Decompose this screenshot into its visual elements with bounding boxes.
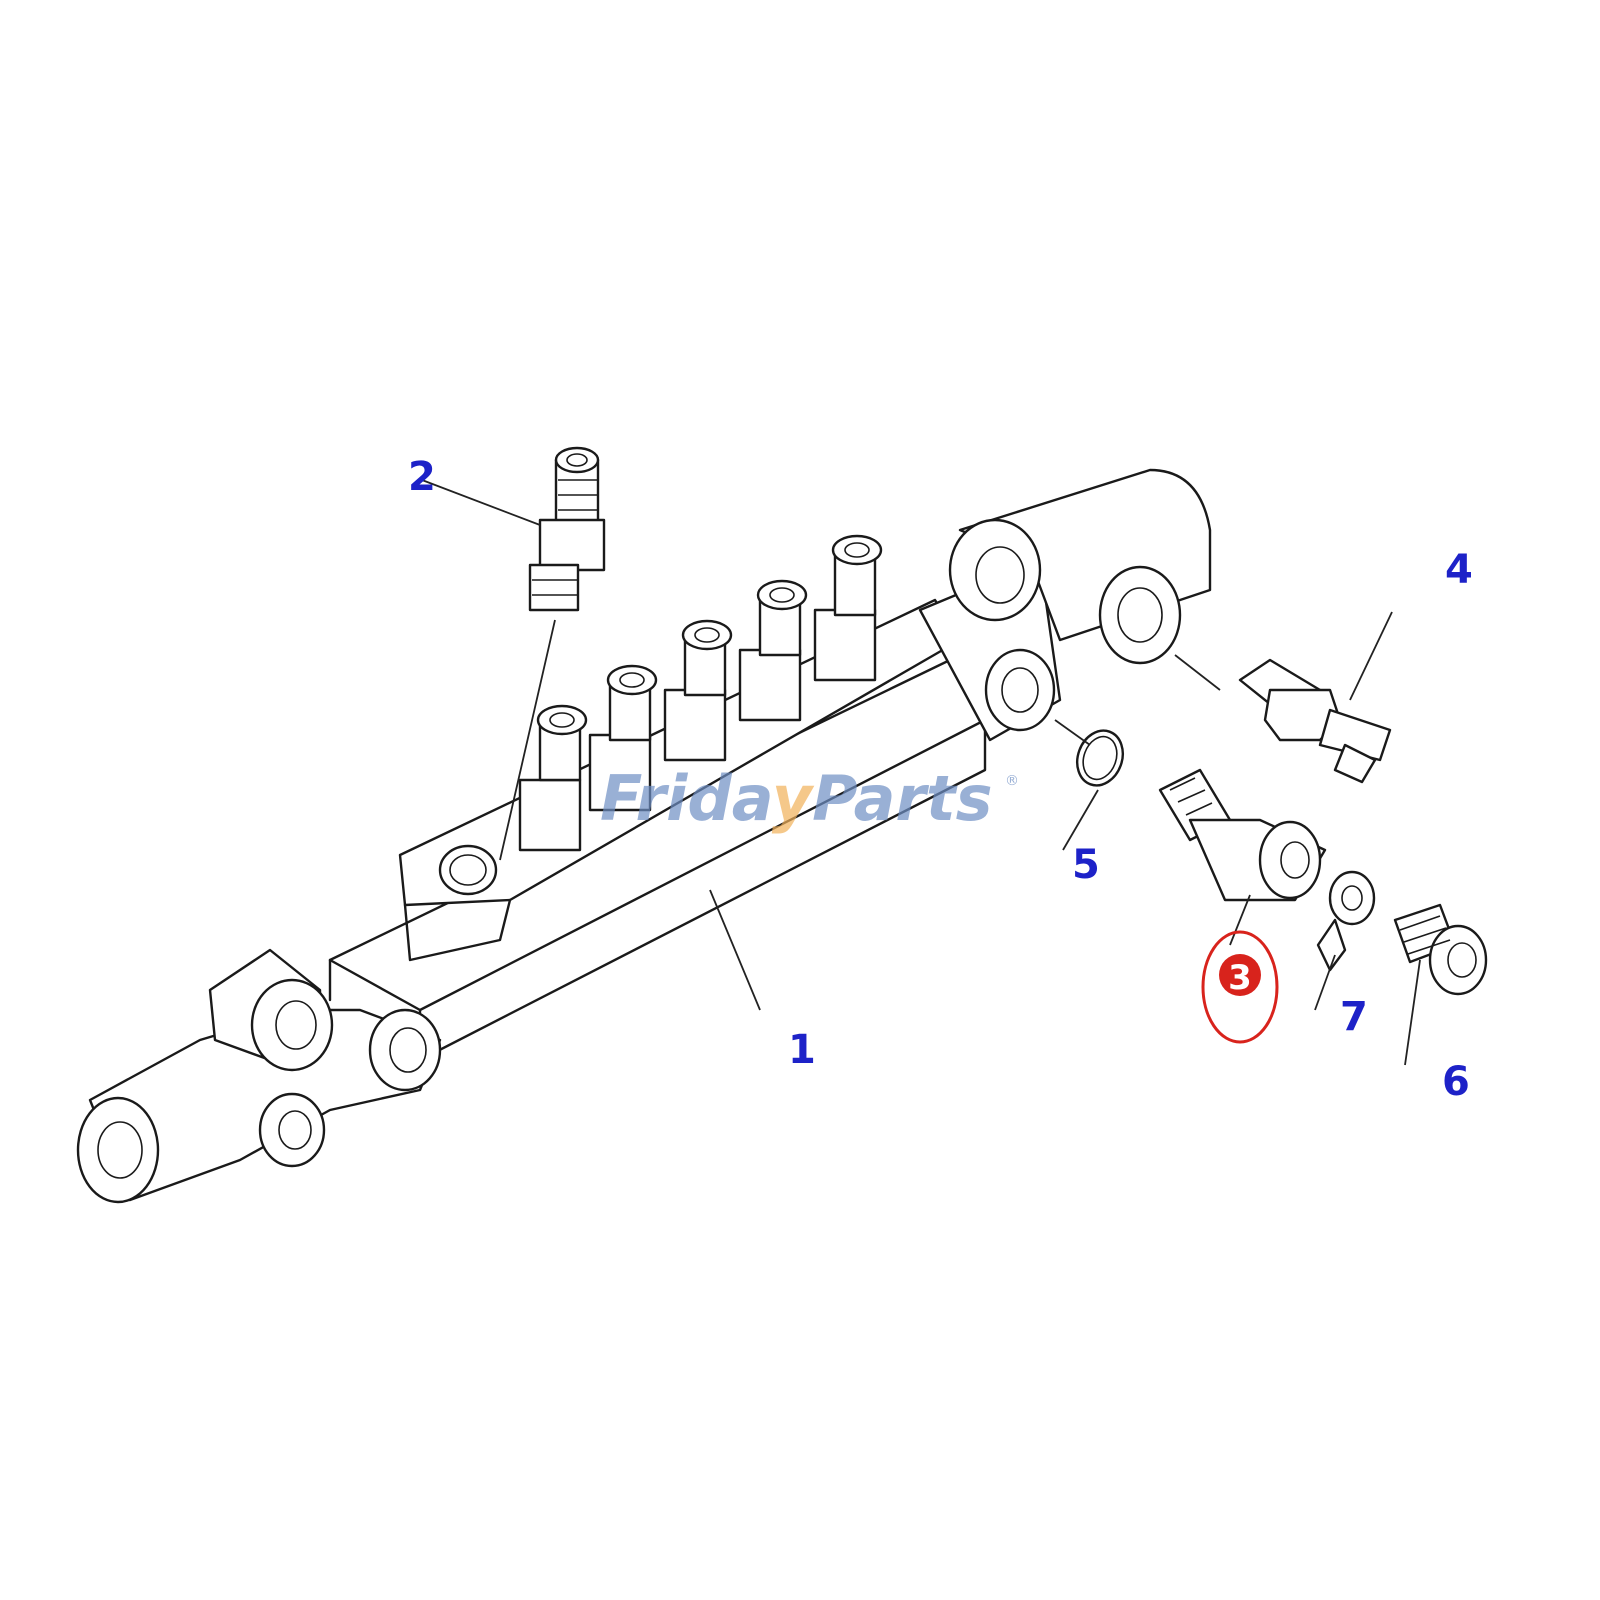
- outlet-stub: [663, 619, 733, 762]
- watermark-text-1: Frida: [600, 762, 772, 835]
- watermark-logo: FridayParts ®: [600, 762, 1019, 835]
- svg-text:FridayParts: FridayParts: [600, 762, 993, 835]
- watermark-registered: ®: [1005, 773, 1019, 789]
- pressure-limiter-valve: [1158, 768, 1327, 902]
- watermark-text-2: y: [772, 762, 815, 835]
- watermark-text-3: Parts: [812, 762, 992, 835]
- callout-3: 3: [1228, 958, 1252, 998]
- callout-6: 6: [1442, 1059, 1470, 1105]
- pressure-sensor: [1238, 658, 1392, 784]
- outlet-stub: [518, 704, 588, 852]
- callout-4: 4: [1445, 547, 1473, 593]
- callout-1: 1: [788, 1027, 816, 1073]
- fuel-rail-body: [76, 468, 1212, 1204]
- leader-lines: [421, 479, 1421, 1066]
- callout-7: 7: [1340, 994, 1368, 1040]
- gasket-washer: [1316, 870, 1376, 972]
- highlight-marker: 3: [1201, 930, 1279, 1044]
- callout-2: 2: [408, 454, 436, 500]
- connector-stud: [528, 446, 606, 612]
- banjo-bolt: [1393, 903, 1488, 996]
- o-ring: [1076, 729, 1124, 787]
- outlet-stub: [813, 534, 883, 682]
- outlet-stub: [738, 579, 808, 722]
- outlet-stub: [588, 664, 658, 812]
- callout-5: 5: [1072, 842, 1100, 888]
